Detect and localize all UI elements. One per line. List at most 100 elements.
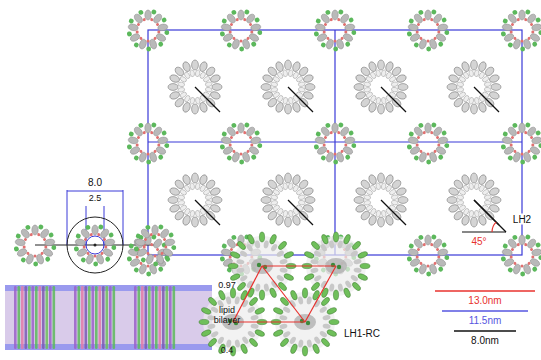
- protein-unit: [342, 145, 354, 156]
- dimension-label: LH1-RC: [342, 328, 382, 339]
- protein-unit: [418, 38, 427, 50]
- protein-unit: [512, 151, 521, 163]
- protein-unit: [205, 194, 213, 200]
- helix: [99, 286, 102, 349]
- protein-unit: [245, 126, 256, 138]
- pigment: [85, 224, 91, 230]
- pigment: [157, 143, 160, 146]
- pigment: [444, 143, 449, 148]
- inner-circle: [86, 236, 104, 254]
- pigment: [333, 47, 338, 52]
- pigment: [418, 234, 424, 240]
- pigment: [239, 160, 244, 165]
- protein-unit: [239, 250, 248, 258]
- pigment: [150, 131, 154, 135]
- pigment: [150, 18, 154, 22]
- helix: [159, 286, 162, 349]
- pigment: [104, 245, 107, 248]
- pigment: [441, 130, 448, 137]
- protein-unit: [298, 81, 306, 87]
- protein-unit: [357, 273, 368, 282]
- protein-unit: [212, 84, 222, 91]
- protein-unit: [310, 240, 321, 251]
- pigment: [146, 160, 151, 165]
- protein-unit: [320, 126, 331, 138]
- pigment: [325, 9, 331, 15]
- protein-unit: [310, 259, 319, 265]
- scale-bar: [435, 290, 535, 292]
- pigment: [437, 154, 444, 161]
- membrane-protein: [74, 286, 115, 349]
- protein-unit: [529, 32, 541, 43]
- protein-unit: [261, 197, 271, 204]
- pigment: [520, 160, 525, 165]
- helix: [173, 286, 176, 349]
- protein-unit: [162, 247, 174, 258]
- protein-unit: [189, 70, 195, 78]
- protein-unit: [339, 126, 350, 138]
- pigment: [220, 144, 226, 150]
- helix: [88, 286, 91, 349]
- pigment: [441, 17, 448, 24]
- pigment: [111, 245, 116, 250]
- lh2-ring-large: [354, 60, 408, 114]
- protein-unit: [155, 32, 167, 43]
- protein-unit: [306, 296, 312, 305]
- protein-unit: [138, 263, 147, 275]
- protein-unit: [474, 182, 480, 190]
- protein-unit: [329, 283, 335, 292]
- protein-unit: [270, 280, 278, 289]
- protein-unit: [152, 225, 158, 235]
- protein-unit: [236, 259, 245, 265]
- protein-unit: [271, 87, 279, 93]
- lh2-ring: [220, 122, 263, 165]
- protein-unit: [259, 232, 264, 242]
- helix: [169, 286, 172, 349]
- pigment: [22, 245, 25, 248]
- protein-unit: [381, 97, 387, 105]
- protein-unit: [432, 126, 443, 138]
- orientation-line: [195, 87, 220, 112]
- protein-unit: [363, 82, 371, 88]
- pigment: [415, 255, 418, 258]
- protein-unit: [320, 337, 331, 348]
- helix: [109, 286, 112, 349]
- protein-unit: [398, 197, 408, 204]
- protein-unit: [226, 238, 237, 250]
- lh2-ring: [501, 122, 541, 165]
- pigment: [502, 243, 508, 249]
- protein-unit: [519, 235, 525, 245]
- lh2-ring: [14, 224, 57, 267]
- pigment: [415, 143, 418, 146]
- protein-unit: [205, 81, 213, 87]
- helix: [155, 286, 158, 349]
- lh2-ring: [314, 122, 357, 165]
- protein-unit: [241, 336, 249, 345]
- pigment: [531, 30, 534, 33]
- pigment: [250, 41, 257, 48]
- dimension-label: LH2: [511, 214, 533, 225]
- pigment: [314, 31, 320, 37]
- pigment: [426, 47, 431, 52]
- protein-unit: [298, 339, 304, 348]
- protein-unit: [178, 87, 186, 93]
- scale-label: 11.5nm: [469, 315, 502, 326]
- protein-unit: [277, 240, 288, 251]
- protein-unit: [263, 240, 269, 249]
- lh2-ring: [501, 9, 541, 52]
- protein-unit: [226, 126, 237, 138]
- pigment: [516, 131, 520, 135]
- protein-unit: [145, 10, 151, 20]
- protein-unit: [152, 238, 163, 250]
- pigment: [502, 131, 508, 137]
- pigment: [437, 255, 440, 258]
- protein-unit: [507, 13, 518, 25]
- dimension-label: 0.4: [221, 346, 234, 356]
- pigment: [25, 224, 31, 230]
- protein-unit: [398, 84, 408, 91]
- pigment: [407, 31, 413, 37]
- protein-unit: [322, 314, 331, 320]
- pigment: [74, 246, 80, 252]
- helix: [85, 286, 88, 349]
- protein-unit: [190, 210, 196, 218]
